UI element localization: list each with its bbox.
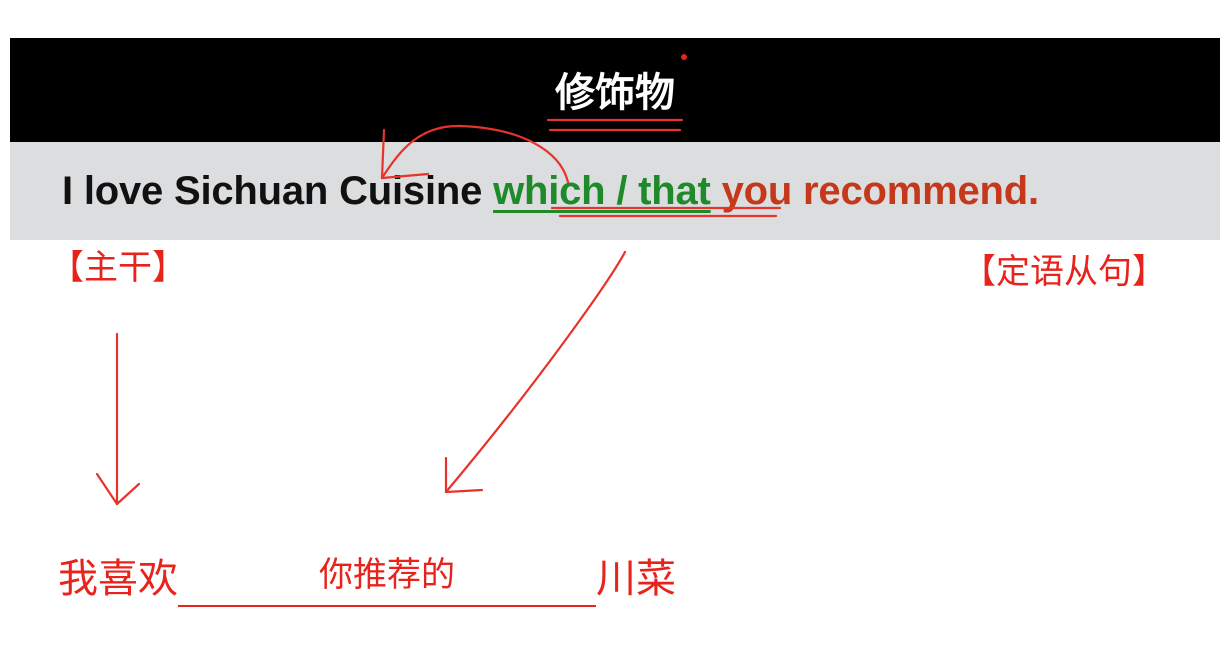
chinese-translation: 我喜欢 你推荐的 川菜 [58, 555, 676, 607]
translation-suffix: 川菜 [596, 556, 676, 602]
translation-blank-fill: 你推荐的 [319, 555, 455, 595]
title-banner: 修饰物 [10, 38, 1220, 142]
main-clause-text: I love Sichuan Cuisine [62, 169, 483, 213]
sentence-banner: I love Sichuan Cuisine which / that you … [10, 142, 1220, 240]
main-clause-arrow-head-2 [115, 482, 141, 506]
relative-clause-arrow [444, 250, 627, 494]
translation-prefix: 我喜欢 [58, 556, 178, 602]
relative-pronoun-text: which / that [493, 169, 711, 213]
main-clause-label: 【主干】 [50, 248, 186, 288]
slide-title: 修饰物 [555, 70, 675, 116]
relative-clause-label: 【定语从句】 [962, 252, 1166, 292]
example-sentence: I love Sichuan Cuisine which / that you … [62, 166, 1039, 216]
main-clause-arrow-head-1 [95, 472, 119, 506]
relative-clause-arrow-head-2 [444, 488, 484, 494]
relative-clause-text: you recommend. [721, 169, 1039, 213]
translation-blank: 你推荐的 [178, 555, 596, 607]
